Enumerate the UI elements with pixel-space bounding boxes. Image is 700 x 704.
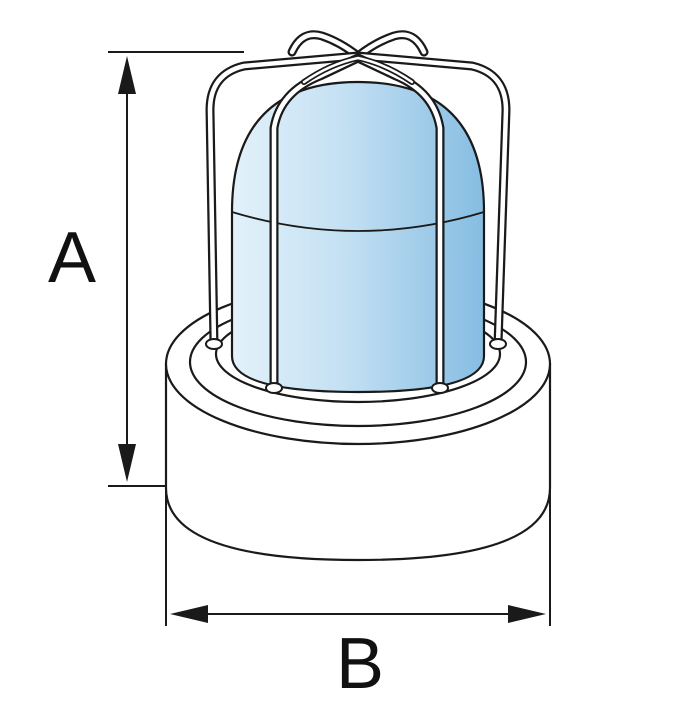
dimension-b-label: B <box>336 624 385 704</box>
dimension-a-label: A <box>48 218 97 298</box>
dim-a-arrow-bottom <box>118 444 136 482</box>
wire-guard <box>205 30 511 394</box>
guard-front-wires <box>269 53 445 393</box>
dim-a-arrow-top <box>118 56 136 94</box>
glass-globe <box>230 80 486 394</box>
dim-b-arrow-right <box>508 605 546 623</box>
dim-b-arrow-left <box>170 605 208 623</box>
dimension-a <box>108 51 244 487</box>
glass-seam <box>231 211 485 232</box>
guard-top-handle <box>287 30 429 61</box>
glass-dome <box>230 80 486 394</box>
guard-back-wires <box>301 55 415 85</box>
guard-feet <box>205 338 507 394</box>
dimension-b <box>165 488 551 626</box>
